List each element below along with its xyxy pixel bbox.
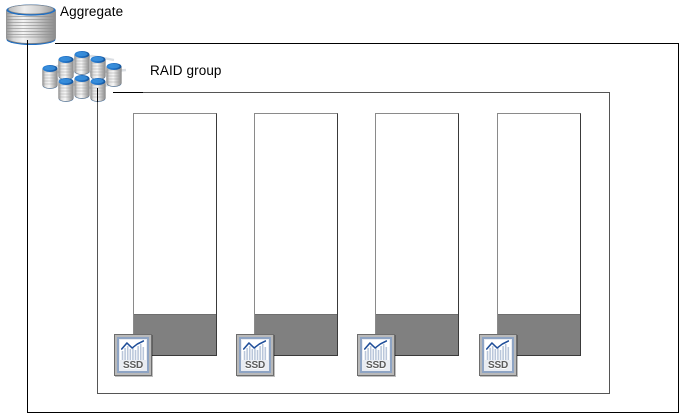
raid-group-label: RAID group: [150, 63, 222, 78]
ssd-icon-label: SSD: [245, 360, 265, 371]
ssd-icon-inner: SSD: [360, 337, 392, 373]
ssd-disk-icon: SSD: [236, 334, 274, 376]
raid-group-frame-right-edge: [609, 92, 610, 394]
raid-group-frame-bottom-edge: [97, 393, 610, 394]
aggregate-cylinder-icon: [4, 2, 58, 46]
ssd-disk-icon: SSD: [357, 334, 395, 376]
ssd-icon-inner: SSD: [239, 337, 271, 373]
aggregate-label: Aggregate: [60, 4, 124, 19]
bar-line-chart-icon: [363, 340, 389, 360]
raid-group-connector-horizontal: [113, 92, 143, 93]
raid-group-connector-vertical: [97, 88, 98, 102]
bar-line-chart-icon: [242, 340, 268, 360]
ssd-disk-icon: SSD: [479, 334, 517, 376]
disk-column: [375, 113, 459, 356]
ssd-icon-inner: SSD: [117, 337, 149, 373]
aggregate-frame-right-edge: [678, 43, 679, 413]
bar-line-chart-icon: [120, 340, 146, 360]
ssd-icon-label: SSD: [366, 360, 386, 371]
aggregate-frame-bottom-edge: [27, 412, 679, 413]
disk-column: [497, 113, 581, 356]
ssd-icon-inner: SSD: [482, 337, 514, 373]
ssd-icon-label: SSD: [488, 360, 508, 371]
ssd-icon-label: SSD: [123, 360, 143, 371]
disk-column: [254, 113, 338, 356]
aggregate-connector-line: [27, 40, 28, 48]
bar-line-chart-icon: [485, 340, 511, 360]
aggregate-frame-top-edge: [55, 43, 679, 44]
disk-column: [133, 113, 217, 356]
raid-group-frame-top-edge: [140, 92, 610, 93]
raid-group-disk-cluster-icon: [40, 50, 146, 108]
ssd-disk-icon: SSD: [114, 334, 152, 376]
raid-group-frame-left-edge: [97, 100, 98, 394]
aggregate-frame-left-edge: [27, 40, 28, 413]
